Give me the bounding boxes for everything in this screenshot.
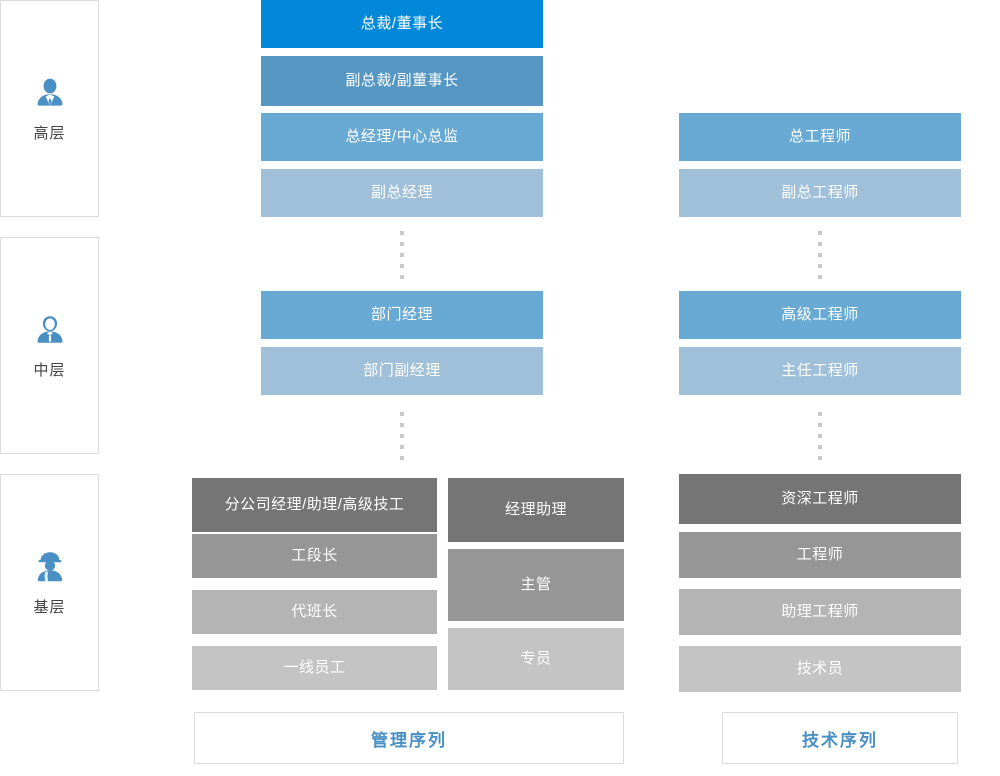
role-label: 部门经理 xyxy=(370,306,433,323)
role-label: 副总工程师 xyxy=(781,184,859,201)
role-box-department-manager[interactable]: 部门经理 xyxy=(261,291,543,339)
role-box-technician[interactable]: 技术员 xyxy=(679,646,961,692)
sequence-label: 管理序列 xyxy=(371,730,447,750)
role-label: 副总裁/副董事长 xyxy=(345,72,459,89)
role-box-frontline-staff[interactable]: 一线员工 xyxy=(192,646,437,690)
role-box-senior-engineer-grade[interactable]: 高级工程师 xyxy=(679,291,961,339)
role-box-supervisor[interactable]: 主管 xyxy=(448,549,624,621)
role-label: 经理助理 xyxy=(504,501,567,518)
role-label: 主任工程师 xyxy=(781,362,859,379)
executive-person-icon xyxy=(31,76,69,114)
level-panel-middle: 中层 xyxy=(0,237,99,454)
role-label: 分公司经理/助理/高级技工 xyxy=(224,496,405,513)
connector-dots-technical-upper xyxy=(818,231,822,283)
role-box-general-manager[interactable]: 总经理/中心总监 xyxy=(261,113,543,161)
role-label: 总工程师 xyxy=(788,128,851,145)
role-box-assistant-engineer[interactable]: 助理工程师 xyxy=(679,589,961,635)
level-label-base: 基层 xyxy=(33,599,66,616)
role-label: 助理工程师 xyxy=(781,603,859,620)
connector-dots-management-upper xyxy=(400,231,404,283)
role-box-deputy-general-manager[interactable]: 副总经理 xyxy=(261,169,543,217)
manager-person-icon xyxy=(31,313,69,351)
role-label: 总经理/中心总监 xyxy=(345,128,459,145)
role-box-deputy-department-manager[interactable]: 部门副经理 xyxy=(261,347,543,395)
role-box-president[interactable]: 总裁/董事长 xyxy=(261,0,543,48)
role-label: 总裁/董事长 xyxy=(360,15,444,32)
sequence-box-technical[interactable]: 技术序列 xyxy=(722,712,958,764)
role-label: 一线员工 xyxy=(283,659,346,676)
role-box-section-chief[interactable]: 工段长 xyxy=(192,534,437,578)
role-label: 部门副经理 xyxy=(363,362,441,379)
worker-person-icon xyxy=(31,550,69,588)
role-box-shift-leader[interactable]: 代班长 xyxy=(192,590,437,634)
level-panel-senior: 高层 xyxy=(0,0,99,217)
level-label-middle: 中层 xyxy=(33,362,66,379)
role-box-specialist[interactable]: 专员 xyxy=(448,628,624,690)
level-panel-base: 基层 xyxy=(0,474,99,691)
role-box-vice-president[interactable]: 副总裁/副董事长 xyxy=(261,56,543,106)
sequence-box-management[interactable]: 管理序列 xyxy=(194,712,624,764)
role-box-manager-assistant[interactable]: 经理助理 xyxy=(448,478,624,542)
sequence-label: 技术序列 xyxy=(802,730,878,750)
role-label: 工程师 xyxy=(796,546,844,563)
role-box-veteran-engineer[interactable]: 资深工程师 xyxy=(679,474,961,524)
role-label: 主管 xyxy=(520,576,552,593)
level-label-senior: 高层 xyxy=(33,125,66,142)
role-label: 副总经理 xyxy=(370,184,433,201)
role-label: 资深工程师 xyxy=(781,490,859,507)
role-label: 技术员 xyxy=(796,660,844,677)
role-box-branch-manager[interactable]: 分公司经理/助理/高级技工 xyxy=(192,478,437,532)
role-label: 高级工程师 xyxy=(781,306,859,323)
role-box-deputy-chief-engineer[interactable]: 副总工程师 xyxy=(679,169,961,217)
connector-dots-management-lower xyxy=(400,412,404,464)
role-label: 代班长 xyxy=(291,603,338,620)
role-label: 专员 xyxy=(520,650,552,667)
role-box-director-engineer[interactable]: 主任工程师 xyxy=(679,347,961,395)
role-box-chief-engineer[interactable]: 总工程师 xyxy=(679,113,961,161)
role-box-engineer[interactable]: 工程师 xyxy=(679,532,961,578)
connector-dots-technical-lower xyxy=(818,412,822,464)
role-label: 工段长 xyxy=(291,547,338,564)
